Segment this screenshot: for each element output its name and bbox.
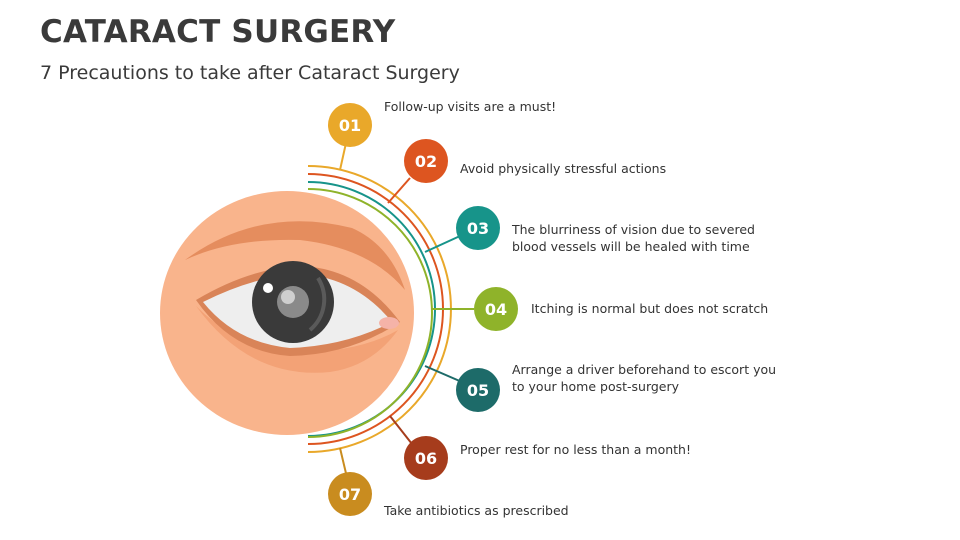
step-text-02: Avoid physically stressful actions <box>460 161 667 176</box>
step-badge-07: 07 <box>328 472 372 516</box>
eye-pupil-highlight <box>281 290 295 304</box>
iris-reflection <box>308 276 327 332</box>
step-text-05: Arrange a driver beforehand to escort yo… <box>512 362 777 394</box>
step-text-03: The blurriness of vision due to severed … <box>512 222 755 254</box>
step-badge-02: 02 <box>404 139 448 183</box>
leader-3 <box>424 235 461 253</box>
step-badge-04: 04 <box>474 287 518 331</box>
tear-duct <box>379 317 399 329</box>
step-text-01: Follow-up visits are a must! <box>384 99 557 114</box>
page-title: CATARACT SURGERY <box>40 14 396 50</box>
step-text-06: Proper rest for no less than a month! <box>460 442 691 457</box>
eye-pupil-glare <box>277 286 309 318</box>
leader-lines <box>339 124 474 487</box>
arc-step-4 <box>307 188 433 438</box>
eyelid-crease <box>185 221 405 290</box>
leader-2 <box>387 177 411 204</box>
step-badge-03: 03 <box>456 206 500 250</box>
eye-sparkle <box>263 283 273 293</box>
step-badge-06: 06 <box>404 436 448 480</box>
lower-lid-shade <box>196 306 398 373</box>
step-badge-05: 05 <box>456 368 500 412</box>
page-subtitle: 7 Precautions to take after Cataract Sur… <box>40 62 460 84</box>
leader-5 <box>424 365 463 383</box>
leader-6 <box>389 415 413 445</box>
step-text-07: Take antibiotics as prescribed <box>384 503 569 518</box>
step-badge-01: 01 <box>328 103 372 147</box>
step-text-04: Itching is normal but does not scratch <box>531 301 769 316</box>
